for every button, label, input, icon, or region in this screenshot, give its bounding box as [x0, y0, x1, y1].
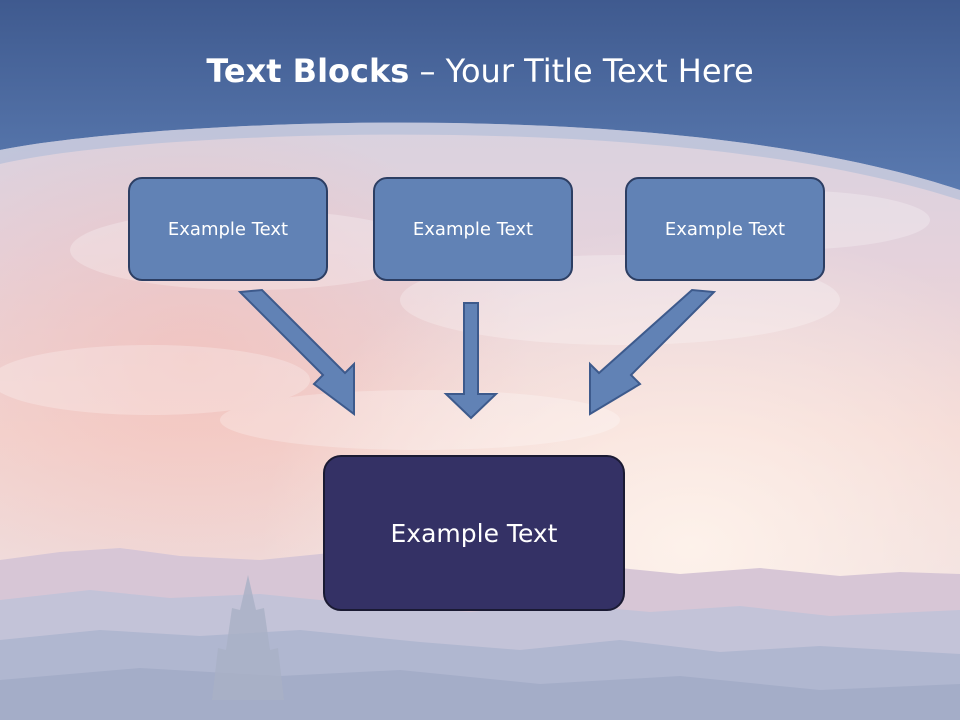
text-block-center[interactable]: Example Text — [373, 177, 573, 281]
text-block-label: Example Text — [167, 218, 289, 240]
arrow-down-right-icon — [237, 288, 355, 416]
text-block-label: Example Text — [412, 218, 534, 240]
text-block-right[interactable]: Example Text — [625, 177, 825, 281]
title-rest: Your Title Text Here — [445, 52, 754, 90]
arrow-down-icon — [443, 302, 499, 420]
arrow-down-left-icon — [589, 288, 717, 416]
target-block-label: Example Text — [390, 518, 558, 548]
text-block-left[interactable]: Example Text — [128, 177, 328, 281]
header-band — [0, 0, 960, 190]
header-arc — [0, 122, 960, 200]
target-block[interactable]: Example Text — [323, 455, 625, 611]
title-dash: – — [419, 52, 436, 90]
mountain-range — [0, 548, 960, 720]
page-title: Text Blocks – Your Title Text Here — [0, 52, 960, 90]
text-block-label: Example Text — [664, 218, 786, 240]
title-bold: Text Blocks — [206, 52, 410, 90]
